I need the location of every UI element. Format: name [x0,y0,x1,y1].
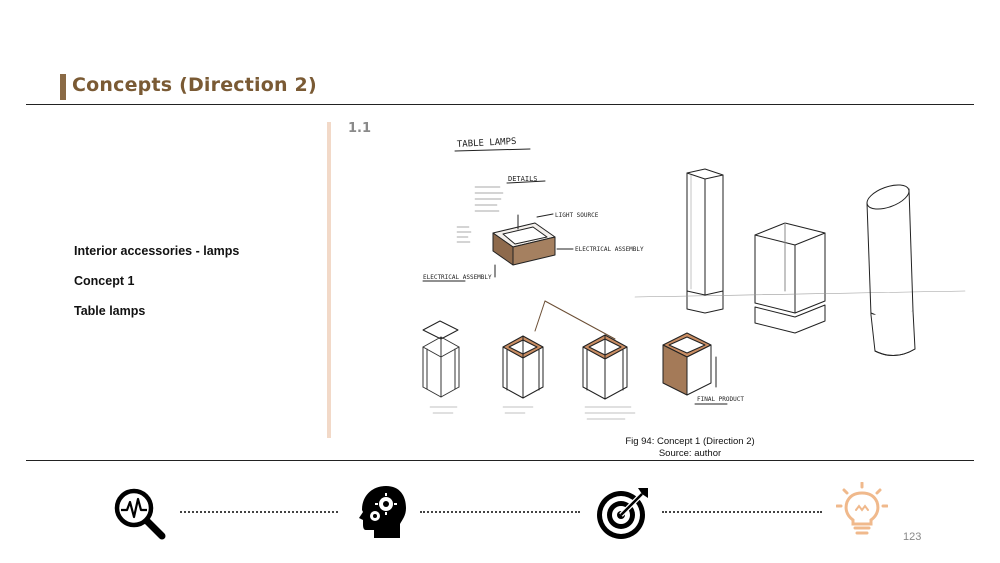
sketch-details-label: DETAILS [508,175,538,183]
page-title: Concepts (Direction 2) [72,74,317,96]
connector-dots-3 [662,511,822,513]
list-item-concept: Concept 1 [74,274,135,288]
bottom-divider-line [26,460,974,461]
analysis-magnifier-icon [114,488,166,540]
electrical-assembly-left-label: ELECTRICAL ASSEMBLY [423,274,492,281]
light-source-label: LIGHT SOURCE [555,212,599,219]
final-product-label: FINAL PRODUCT [697,396,744,403]
page-number: 123 [903,531,922,543]
figure-caption-title: Fig 94: Concept 1 (Direction 2) [625,436,755,447]
sketch-heading: TABLE LAMPS [457,137,517,150]
target-icon [597,488,648,539]
list-item-table-lamps: Table lamps [74,304,146,318]
electrical-assembly-right-label: ELECTRICAL ASSEMBLY [575,246,644,253]
top-divider-line [26,104,974,105]
figure-caption: Fig 94: Concept 1 (Direction 2) Source: … [590,436,790,460]
left-text-list: Interior accessories - lamps Concept 1 T… [74,236,239,326]
lightbulb-icon [836,482,888,535]
head-gears-icon [359,486,406,538]
table-lamp-sketch-figure: TABLE LAMPS DETAILS LIGHT SOURCE ELECTRI… [422,137,966,420]
list-item-interior-accessories: Interior accessories - lamps [74,244,240,258]
connector-dots-1 [180,511,338,513]
figure-caption-source: Source: author [658,448,722,459]
connector-dots-2 [420,511,580,513]
title-accent-bar [60,74,66,100]
vertical-accent-divider [327,122,331,438]
section-number: 1.1 [348,121,372,136]
